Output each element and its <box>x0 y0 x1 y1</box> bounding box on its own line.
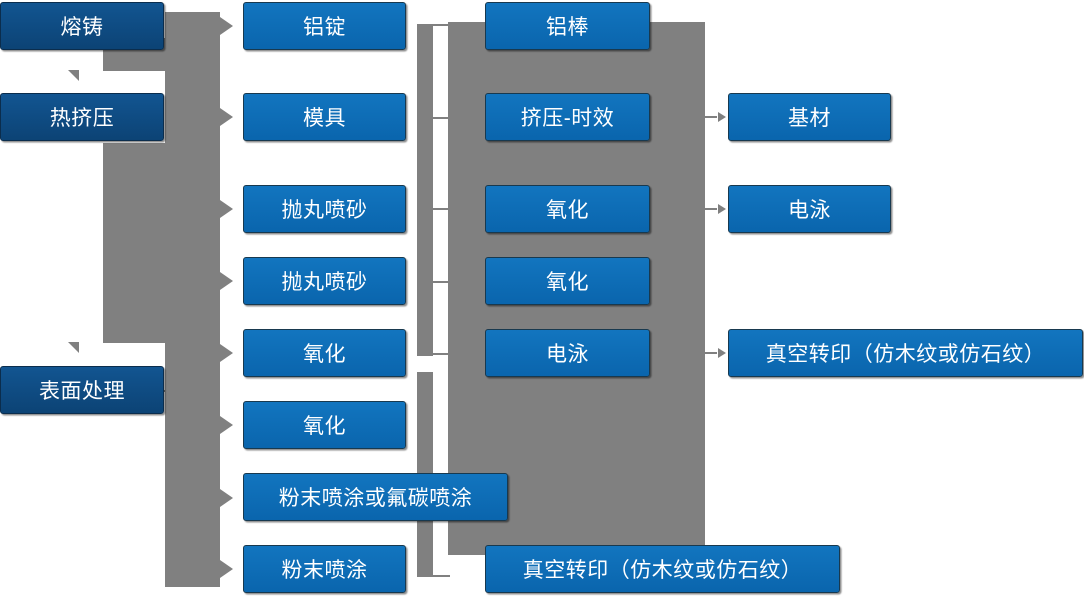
left-arrow-to-c2-1 <box>220 17 233 35</box>
left-arrow-to-c2-6 <box>220 416 233 434</box>
column2-box-3[interactable]: 抛丸喷砂 <box>243 185 406 233</box>
arrow-head <box>718 348 726 358</box>
middle-tie-2 <box>432 117 450 119</box>
arrow-shaft <box>705 352 717 354</box>
column4-box-3-label: 真空转印（仿木纹或仿石纹） <box>765 343 1046 366</box>
column2-box-6-label: 氧化 <box>303 415 346 438</box>
column3-box-2-label: 挤压-时效 <box>520 107 615 130</box>
column2-box-8-label: 粉末喷涂 <box>281 559 368 582</box>
left-arrow-to-c2-3 <box>220 200 233 218</box>
column3-box-6-label: 真空转印（仿木纹或仿石纹） <box>522 559 803 582</box>
middle-tie-1 <box>432 24 450 26</box>
column3-box-4[interactable]: 氧化 <box>485 257 650 305</box>
column4-box-3[interactable]: 真空转印（仿木纹或仿石纹） <box>728 329 1083 377</box>
column3-box-5[interactable]: 电泳 <box>485 329 650 377</box>
stage-box-1-label: 熔铸 <box>60 16 104 39</box>
arrow-to-c4-3 <box>705 346 726 360</box>
arrow-to-c4-1 <box>705 110 726 124</box>
left-arrow-to-c2-2 <box>220 108 233 126</box>
middle-tie-4 <box>432 281 450 283</box>
arrow-to-c4-2 <box>705 202 726 216</box>
stage2-to-stage3-arrow <box>68 342 79 353</box>
stage-box-1[interactable]: 熔铸 <box>0 2 164 50</box>
stage-box-2[interactable]: 热挤压 <box>0 93 164 141</box>
column4-box-1[interactable]: 基材 <box>728 93 891 141</box>
arrow-head <box>718 204 726 214</box>
column2-box-6[interactable]: 氧化 <box>243 401 406 449</box>
column3-box-6[interactable]: 真空转印（仿木纹或仿石纹） <box>485 545 840 593</box>
column2-box-1[interactable]: 铝锭 <box>243 2 406 50</box>
arrow-head <box>718 112 726 122</box>
column2-box-8[interactable]: 粉末喷涂 <box>243 545 406 593</box>
column3-box-1[interactable]: 铝棒 <box>485 2 650 50</box>
middle-tie-6 <box>432 575 450 577</box>
left-arrow-to-c2-7 <box>220 489 233 507</box>
column2-box-4[interactable]: 抛丸喷砂 <box>243 257 406 305</box>
left-arrow-to-c2-8 <box>220 560 233 578</box>
left-arrow-to-c2-4 <box>220 272 233 290</box>
column2-box-2-label: 模具 <box>303 107 346 130</box>
column3-box-2[interactable]: 挤压-时效 <box>485 93 650 141</box>
column2-box-4-label: 抛丸喷砂 <box>281 271 368 294</box>
column2-box-1-label: 铝锭 <box>303 16 346 39</box>
middle-tie-5 <box>432 353 450 355</box>
stage-box-3[interactable]: 表面处理 <box>0 366 164 414</box>
column2-box-3-label: 抛丸喷砂 <box>281 199 368 222</box>
middle-tie-3 <box>432 208 450 210</box>
column2-box-7[interactable]: 粉末喷涂或氟碳喷涂 <box>243 473 508 521</box>
column2-box-5[interactable]: 氧化 <box>243 329 406 377</box>
column3-box-3[interactable]: 氧化 <box>485 185 650 233</box>
stage-box-3-label: 表面处理 <box>39 380 125 403</box>
column3-box-5-label: 电泳 <box>546 343 589 366</box>
stage-box-2-label: 热挤压 <box>49 107 115 130</box>
column2-box-2[interactable]: 模具 <box>243 93 406 141</box>
arrow-shaft <box>705 116 717 118</box>
arrow-shaft <box>705 208 717 210</box>
column3-box-4-label: 氧化 <box>546 271 589 294</box>
middle-bracket-upper <box>417 24 433 356</box>
left-connector-stub-mid <box>103 143 166 343</box>
column4-box-1-label: 基材 <box>788 107 831 130</box>
column4-box-2-label: 电泳 <box>788 199 831 222</box>
column2-box-5-label: 氧化 <box>303 343 346 366</box>
column2-box-7-label: 粉末喷涂或氟碳喷涂 <box>278 487 473 510</box>
left-connector-trunk <box>165 12 220 587</box>
column4-box-2[interactable]: 电泳 <box>728 185 891 233</box>
column3-box-3-label: 氧化 <box>546 199 589 222</box>
left-arrow-to-c2-5 <box>220 344 233 362</box>
stage3-connector-line <box>164 390 186 392</box>
stage1-to-stage2-arrow <box>68 70 79 81</box>
column3-box-1-label: 铝棒 <box>546 16 589 39</box>
